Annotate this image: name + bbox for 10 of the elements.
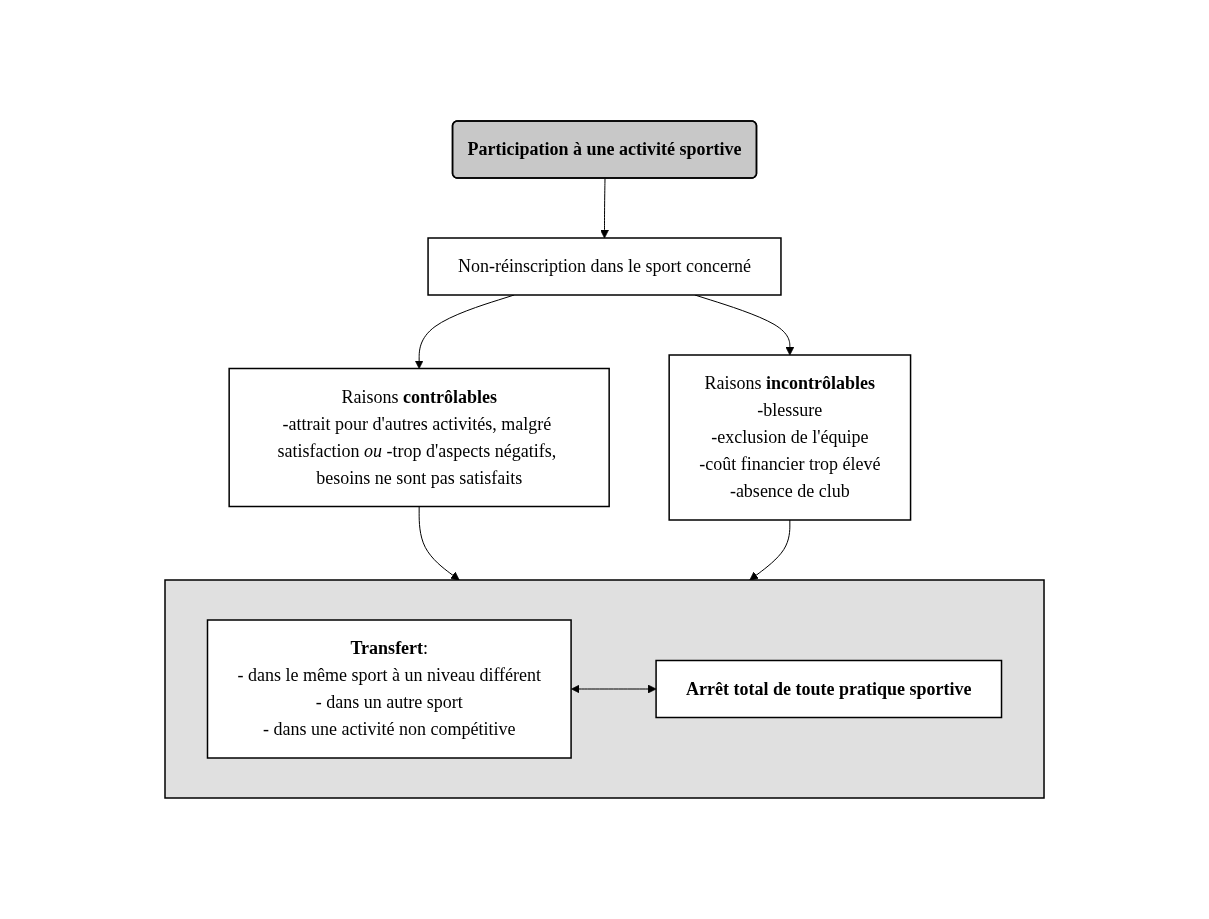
arrow	[418, 506, 460, 581]
node-box: Raisons contrôlables -attrait pour d'autres activités, malgré satisfaction ou -trop d'aspects négatifs, besoins ne sont pas satisfaits	[228, 367, 610, 508]
node-box: Raisons incontrôlables -blessure -exclusion de l'équipe -coût financier trop élevé -absence de club	[668, 354, 912, 521]
node-box: Transfert: - dans le même sport à un niveau différent - dans un autre sport - dans une activité non compétitive	[206, 619, 572, 759]
arrow	[600, 178, 609, 239]
node-box: Non-réinscription dans le sport concerné	[427, 237, 782, 296]
cluster	[164, 579, 1045, 799]
arrow	[749, 519, 791, 581]
arrow	[571, 684, 657, 694]
node-box: Arrêt total de toute pratique sportive	[655, 659, 1003, 719]
